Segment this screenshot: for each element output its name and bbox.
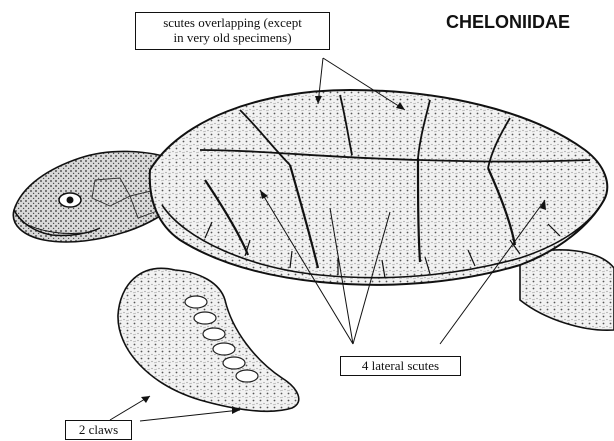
front-flipper <box>118 268 299 411</box>
carapace <box>150 90 607 285</box>
lateral-scutes-label: 4 lateral scutes <box>340 356 461 376</box>
scutes-overlapping-label: scutes overlapping (except in very old s… <box>135 12 330 50</box>
scutes-label-line2: in very old specimens) <box>136 30 329 45</box>
rear-flipper <box>520 250 614 330</box>
figure-title: CHELONIIDAE <box>446 12 570 33</box>
claws-label: 2 claws <box>65 420 132 440</box>
scutes-label-line1: scutes overlapping (except <box>136 15 329 30</box>
